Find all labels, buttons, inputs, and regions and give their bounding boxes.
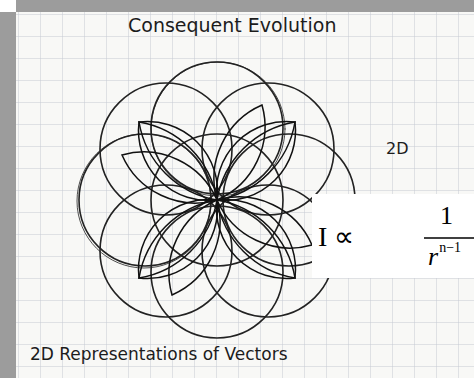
formula-exponent: n−1	[439, 240, 461, 255]
sketch-caption: 2D Representations of Vectors	[30, 345, 288, 364]
petal-lenses	[122, 105, 312, 295]
formula-numerator: 1	[440, 202, 453, 231]
formula-patch	[312, 194, 474, 278]
fraction-bar	[424, 237, 474, 239]
paper	[16, 12, 474, 378]
frame-bar	[16, 0, 474, 12]
graph-grid	[16, 12, 474, 378]
formula-lhs: I ∝	[318, 222, 354, 253]
dimension-label: 2D	[386, 140, 409, 158]
sketch-title: Consequent Evolution	[128, 15, 336, 36]
formula-denominator: r	[428, 243, 438, 272]
frame-bar	[0, 12, 16, 378]
